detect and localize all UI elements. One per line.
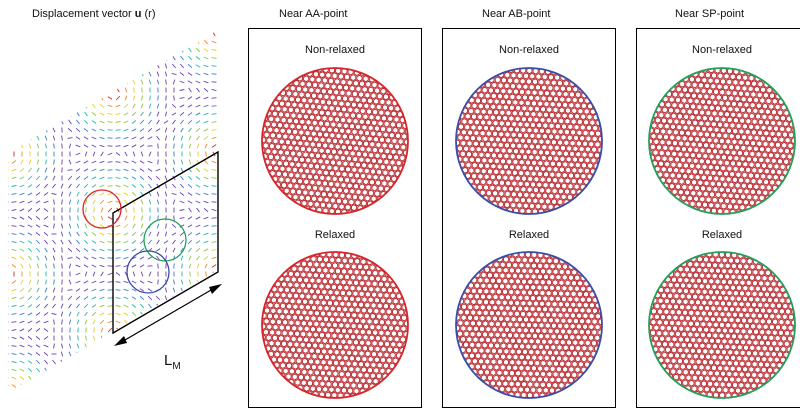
displacement-title-prefix: Displacement vector <box>32 8 135 20</box>
panel-aa-bottom-label: Relaxed <box>314 229 356 241</box>
ab-marker-circle <box>126 250 170 294</box>
panel-ab-nonrelaxed-lattice <box>455 67 603 215</box>
displacement-title: Displacement vector u (r) <box>32 8 156 20</box>
panel-sp-nonrelaxed-lattice <box>648 67 796 215</box>
panel-aa <box>248 28 422 408</box>
moire-unit-cell <box>112 150 219 335</box>
panel-ab <box>442 28 616 408</box>
aa-marker-circle <box>82 189 122 229</box>
lm-scale-label: LM <box>164 352 181 372</box>
panel-sp <box>636 28 800 408</box>
displacement-field <box>8 31 222 393</box>
panel-sp-top-label: Non-relaxed <box>692 44 752 56</box>
lm-label-main: L <box>164 352 173 369</box>
sp-marker-circle <box>143 218 187 262</box>
displacement-title-bold: u <box>134 8 142 20</box>
panel-ab-top-label: Non-relaxed <box>499 44 559 56</box>
panel-ab-bottom-label: Relaxed <box>508 229 550 241</box>
lm-label-sub: M <box>172 361 181 372</box>
panel-sp-relaxed-lattice <box>648 251 796 399</box>
lm-arrow-head-left <box>114 336 127 346</box>
panel-aa-top-label: Non-relaxed <box>305 44 365 56</box>
panel-aa-relaxed-lattice <box>261 251 409 399</box>
panel-aa-title: Near AA-point <box>279 8 348 20</box>
panel-ab-relaxed-lattice <box>455 251 603 399</box>
panel-sp-title: Near SP-point <box>675 8 745 20</box>
lm-scale-arrow <box>117 285 219 345</box>
panel-ab-title: Near AB-point <box>482 8 551 20</box>
panel-sp-bottom-label: Relaxed <box>701 229 743 241</box>
lm-arrow-head-right <box>209 284 222 294</box>
panel-aa-nonrelaxed-lattice <box>261 67 409 215</box>
displacement-title-suffix: (r) <box>141 8 156 20</box>
